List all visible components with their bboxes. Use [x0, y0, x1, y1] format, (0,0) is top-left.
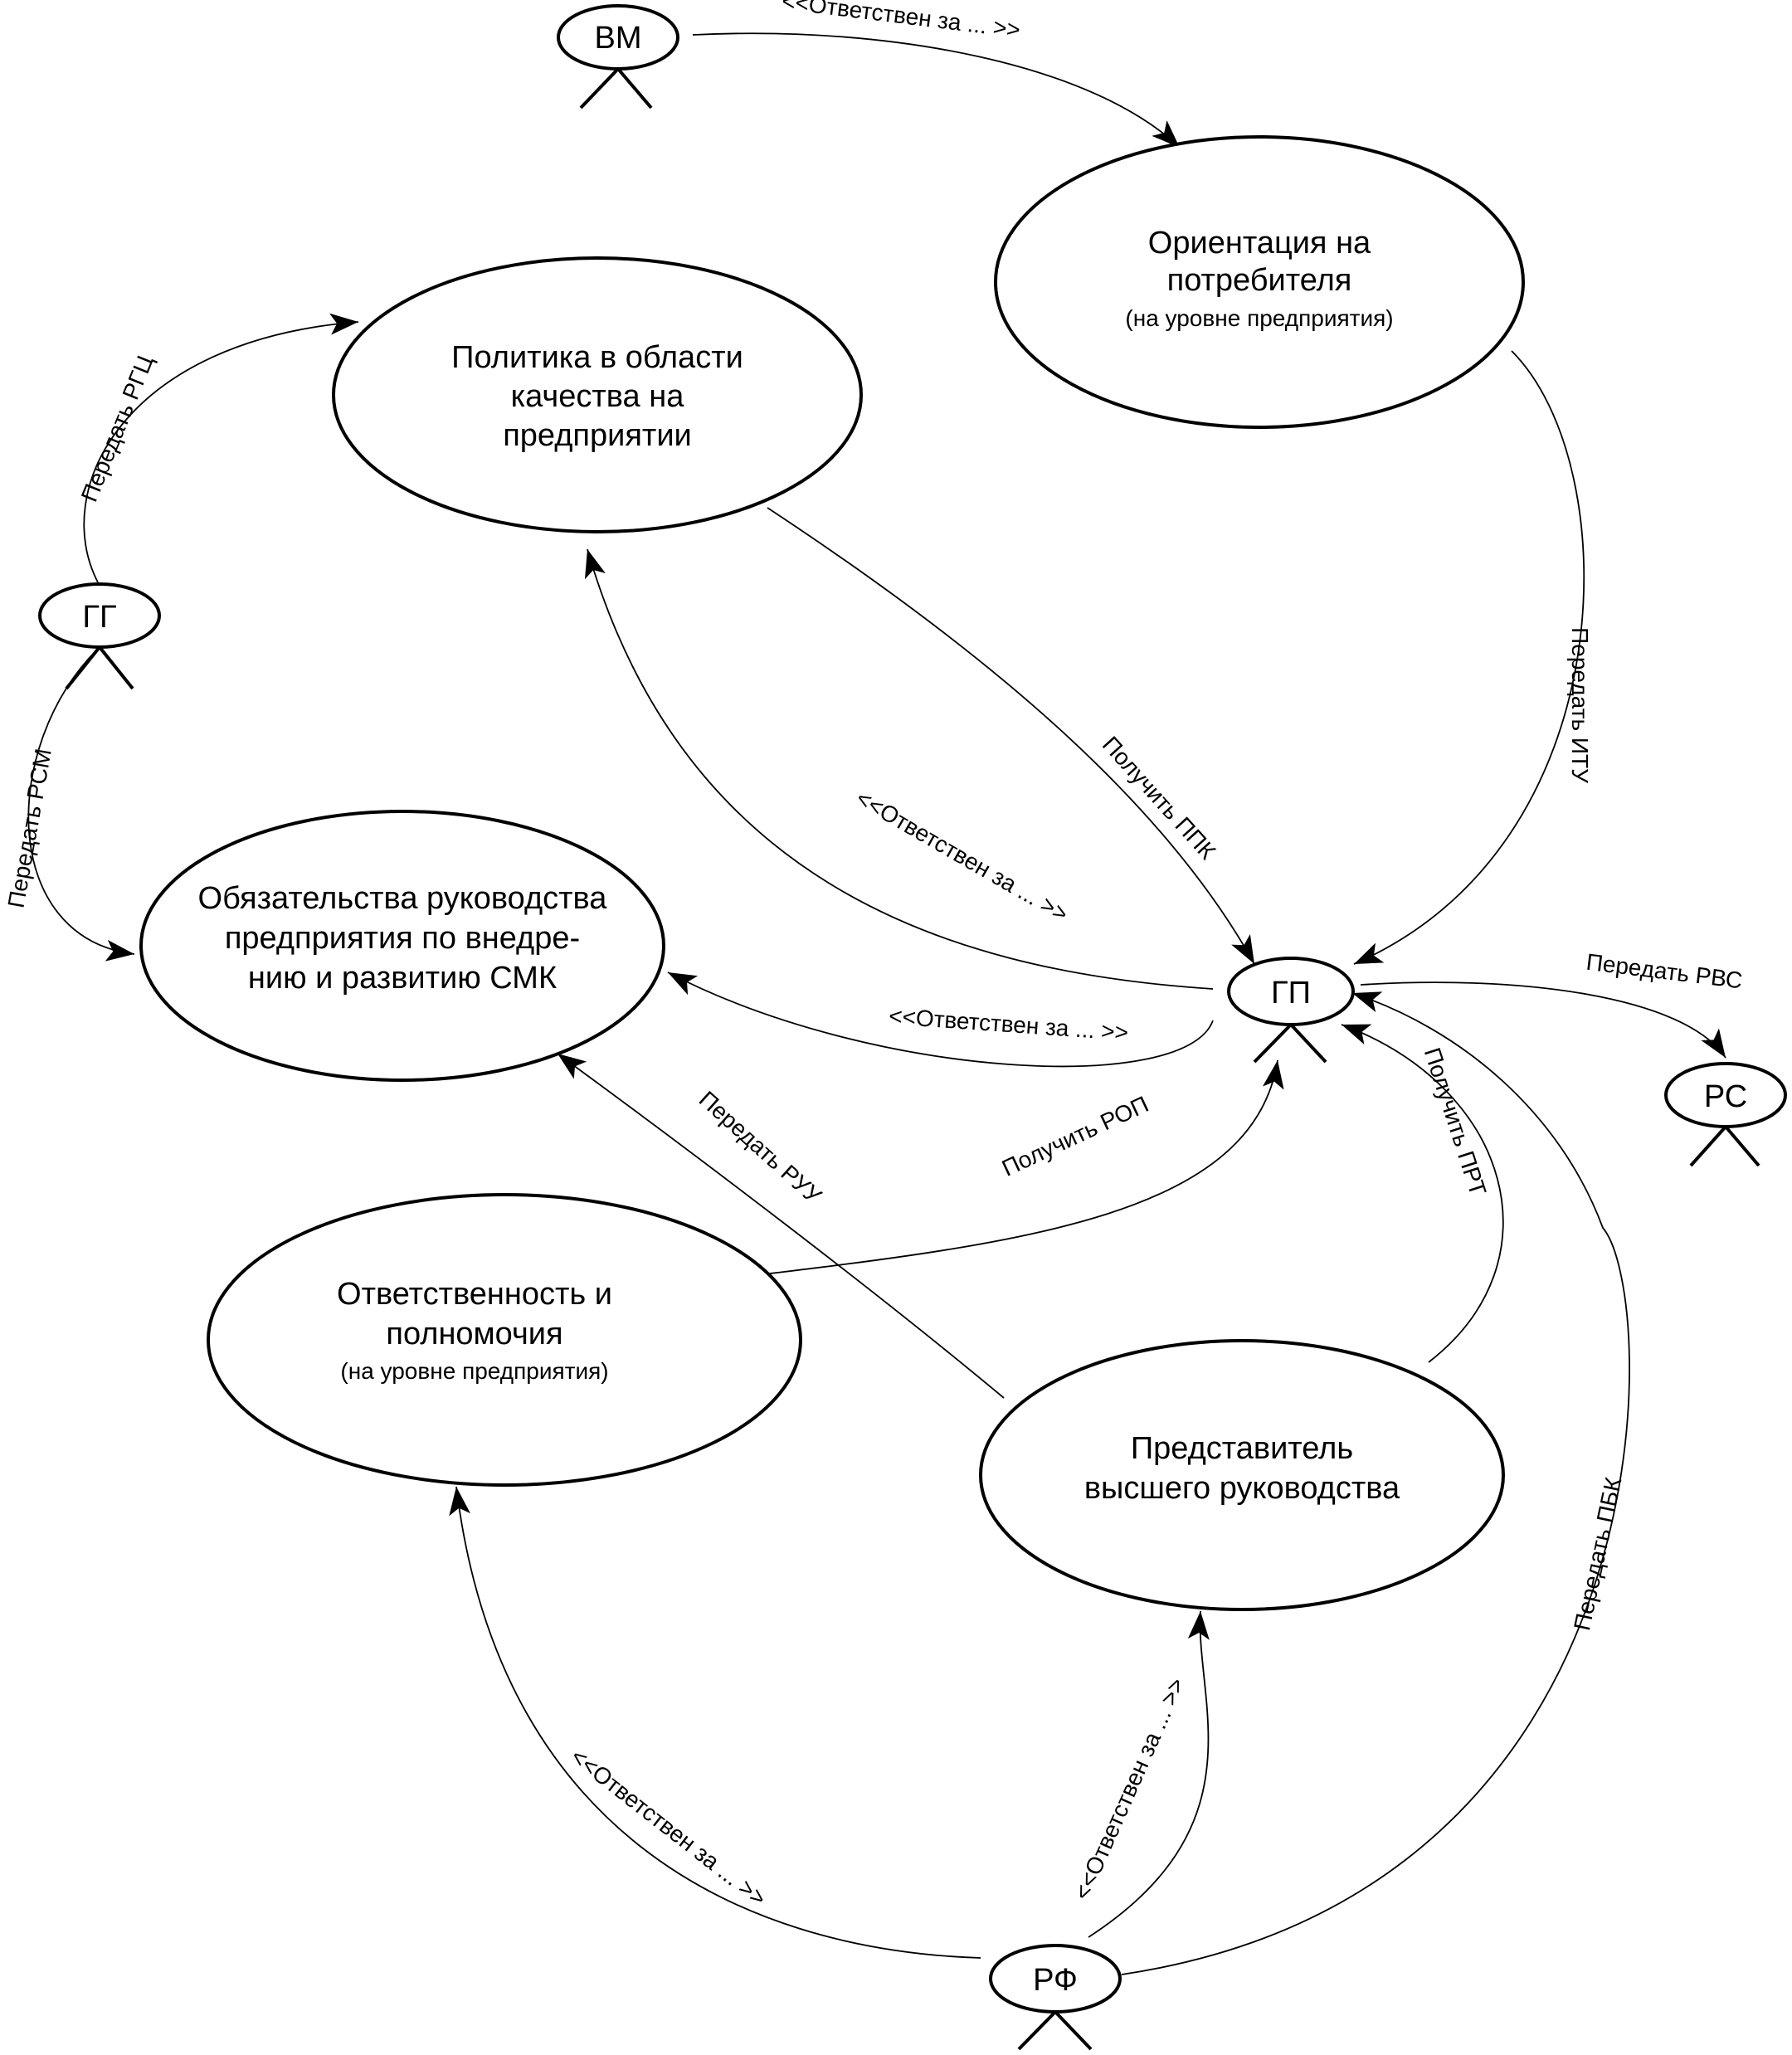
use-case-representative: Представитель высшего руководства	[979, 1339, 1505, 1611]
edge-policy-gp	[767, 507, 1255, 965]
label-orientation-gp: Передать ИТУ	[1567, 627, 1593, 783]
policy-line3: предприятии	[503, 418, 692, 453]
orientation-line2: потребителя	[1167, 263, 1352, 298]
actor-bm: ВМ	[557, 4, 679, 110]
use-case-commitments: Обязательства руководства предприятия по…	[139, 810, 665, 1082]
use-case-policy: Политика в области качества на предприят…	[332, 256, 863, 533]
edge-gp-commitments	[667, 971, 1214, 1068]
edge-bm-orientation	[692, 32, 1181, 149]
orientation-line1: Ориентация на	[1148, 226, 1371, 261]
edge-orientation-gp	[1353, 350, 1585, 965]
representative-line1: Представитель	[1131, 1431, 1353, 1466]
edge-rf-representative	[1088, 1610, 1210, 1938]
label-gp-commitments: <<Ответствен за ... >>	[888, 1003, 1129, 1045]
actor-gp-label: ГП	[1271, 976, 1311, 1010]
actor-rs: РС	[1664, 1062, 1787, 1167]
orientation-note: (на уровне предприятия)	[1125, 305, 1393, 331]
edge-responsibility-gp	[721, 1059, 1284, 1280]
responsibility-line1: Ответственность и	[337, 1277, 612, 1312]
label-gg-commitments: Передать РСМ	[3, 747, 56, 910]
actor-gg-label: ГГ	[82, 600, 116, 635]
edge-gg-commitments	[27, 648, 135, 962]
commitments-line2: предприятия по внедре-	[225, 921, 580, 956]
policy-line2: качества на	[511, 379, 685, 414]
representative-line2: высшего руководства	[1084, 1471, 1400, 1506]
edge-gg-policy	[83, 313, 359, 583]
use-case-responsibility: Ответственность и полномочия (на уровне …	[207, 1193, 802, 1487]
edge-gp-rs	[1360, 981, 1726, 1059]
label-gp-rs: Передать РВС	[1585, 949, 1744, 994]
actor-rf: РФ	[989, 1944, 1122, 2051]
use-case-orientation: Ориентация на потребителя (на уровне пре…	[994, 135, 1525, 429]
responsibility-note: (на уровне предприятия)	[340, 1358, 608, 1384]
actor-gg: ГГ	[38, 582, 161, 690]
responsibility-line2: полномочия	[386, 1317, 562, 1351]
label-bm-orientation: <<Ответствен за ... >>	[781, 0, 1022, 43]
edge-representative-gp	[1341, 1024, 1504, 1363]
label-representative-commitments: Передать РУУ	[694, 1086, 826, 1209]
actor-bm-label: ВМ	[595, 21, 642, 56]
policy-line1: Политика в области	[451, 340, 743, 375]
edges	[27, 32, 1726, 1975]
edge-rf-responsibility	[449, 1486, 981, 1959]
actor-rs-label: РС	[1704, 1079, 1747, 1114]
label-rf-gp: Передать ПБК	[1569, 1474, 1626, 1633]
label-rf-responsibility: <<Ответствен за ... >>	[566, 1743, 771, 1911]
actor-rf-label: РФ	[1033, 1963, 1078, 1998]
label-representative-gp: Получить ПРТ	[1419, 1045, 1492, 1199]
commitments-line3: нию и развитию СМК	[248, 961, 557, 996]
label-gp-policy: <<Ответствен за ... >>	[852, 785, 1073, 927]
edge-gp-policy	[584, 548, 1214, 990]
commitments-line1: Обязательства руководства	[198, 881, 608, 916]
actor-gp: ГП	[1227, 957, 1355, 1064]
label-responsibility-gp: Получить РОП	[998, 1091, 1152, 1181]
edge-representative-commitments	[557, 1053, 1005, 1399]
label-gg-policy: Передать РГЦ	[76, 352, 158, 506]
label-rf-representative: <<Ответствен за ... >>	[1069, 1674, 1190, 1904]
edge-rf-gp	[1121, 991, 1630, 1975]
label-policy-gp: Получить ППК	[1098, 732, 1221, 865]
